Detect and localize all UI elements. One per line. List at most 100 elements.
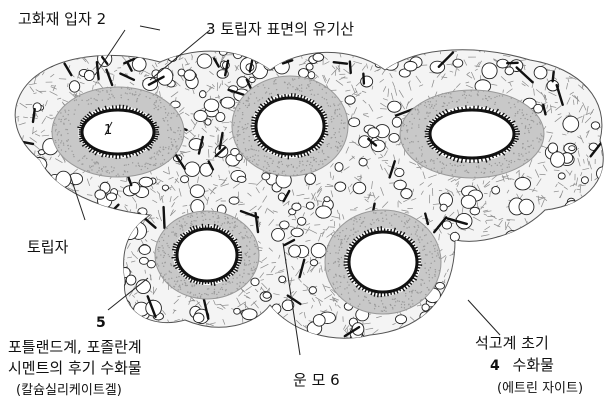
halo-dot	[528, 132, 529, 133]
gel-stroke	[35, 163, 40, 168]
halo-dot	[273, 81, 274, 82]
halo-dot	[163, 252, 164, 253]
halo-dot	[353, 234, 354, 235]
halo-dot	[227, 282, 228, 283]
gel-stroke	[510, 307, 513, 315]
cement-grain	[50, 192, 60, 201]
halo-dot	[435, 269, 436, 270]
gel-stroke	[83, 253, 90, 254]
gel-stroke	[31, 232, 34, 234]
halo-dot	[424, 283, 425, 284]
halo-dot	[373, 222, 374, 223]
gel-stroke	[581, 212, 587, 214]
gel-stroke	[19, 287, 21, 289]
halo-dot	[450, 163, 451, 164]
cement-grain	[184, 323, 191, 330]
gel-stroke	[541, 233, 545, 234]
halo-dot	[375, 212, 376, 213]
core-bristle	[80, 125, 84, 126]
halo-dot	[296, 167, 297, 168]
halo-dot	[197, 217, 198, 218]
gel-stroke	[16, 195, 18, 201]
gel-stroke	[67, 45, 70, 50]
halo-dot	[60, 142, 61, 143]
cement-grain	[505, 67, 514, 75]
halo-dot	[224, 222, 225, 223]
cement-grain	[35, 290, 44, 298]
halo-dot	[99, 167, 100, 168]
gel-stroke	[407, 47, 416, 49]
halo-dot	[86, 100, 87, 101]
halo-dot	[422, 230, 423, 231]
halo-dot	[343, 277, 344, 278]
halo-dot	[338, 261, 339, 262]
cement-grain	[99, 290, 109, 298]
halo-dot	[168, 146, 169, 147]
gel-stroke	[518, 233, 519, 241]
halo-dot	[157, 263, 158, 264]
gel-stroke	[601, 272, 605, 273]
halo-dot	[239, 102, 240, 103]
cement-grain	[392, 117, 401, 127]
halo-dot	[434, 105, 435, 106]
gel-stroke	[553, 318, 556, 319]
halo-dot	[99, 91, 100, 92]
gel-stroke	[217, 43, 221, 46]
halo-dot	[68, 110, 69, 111]
halo-dot	[89, 167, 90, 168]
gel-stroke	[156, 321, 158, 330]
halo-dot	[495, 102, 496, 103]
gel-stroke	[544, 58, 548, 63]
core-bristle	[323, 120, 326, 121]
cement-grain	[114, 230, 125, 241]
halo-dot	[244, 259, 245, 260]
label-soil-particle: 토립자	[27, 240, 68, 255]
halo-dot	[147, 163, 148, 164]
gel-stroke	[561, 229, 567, 231]
halo-dot	[355, 231, 356, 232]
halo-dot	[125, 92, 126, 93]
halo-dot	[98, 170, 99, 171]
cement-grain	[353, 182, 366, 193]
gel-stroke	[596, 317, 599, 322]
gel-stroke	[464, 265, 470, 268]
cement-grain	[126, 275, 136, 285]
halo-dot	[385, 311, 386, 312]
cement-grain	[551, 152, 565, 167]
gel-stroke	[493, 248, 494, 257]
halo-dot	[524, 160, 525, 161]
cement-grain	[389, 133, 399, 142]
halo-dot	[184, 221, 185, 222]
halo-dot	[338, 252, 339, 253]
gel-stroke	[462, 306, 470, 307]
halo-dot	[60, 112, 61, 113]
gel-stroke	[67, 195, 73, 201]
halo-dot	[338, 142, 339, 143]
cement-grain	[505, 231, 519, 243]
gel-stroke	[393, 41, 399, 46]
gel-stroke	[33, 174, 37, 181]
cement-grain	[107, 242, 114, 248]
gel-stroke	[599, 279, 600, 285]
gel-stroke	[414, 345, 419, 347]
gel-stroke	[65, 294, 68, 295]
halo-dot	[419, 147, 420, 148]
halo-dot	[55, 124, 56, 125]
halo-dot	[423, 246, 424, 247]
gel-stroke	[439, 342, 442, 348]
halo-dot	[495, 163, 496, 164]
cement-grain	[139, 257, 148, 264]
halo-dot	[405, 295, 406, 296]
halo-dot	[63, 143, 64, 144]
halo-dot	[292, 86, 293, 87]
halo-dot	[519, 109, 520, 110]
halo-dot	[79, 96, 80, 97]
halo-dot	[378, 220, 379, 221]
halo-dot	[333, 284, 334, 285]
halo-dot	[427, 242, 428, 243]
halo-dot	[514, 161, 515, 162]
gel-stroke	[556, 241, 560, 248]
halo-dot	[55, 130, 56, 131]
gel-stroke	[38, 199, 39, 205]
gel-stroke	[571, 70, 575, 71]
